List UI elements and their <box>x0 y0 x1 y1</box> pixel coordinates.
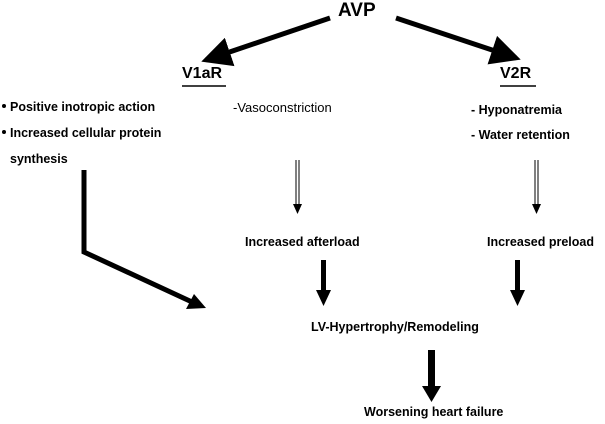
increased-preload: Increased preload <box>487 235 594 249</box>
effect-positive-inotropic: Positive inotropic action <box>2 100 155 114</box>
effect-vasoconstriction: -Vasoconstriction <box>233 100 332 115</box>
increased-afterload: Increased afterload <box>245 235 360 249</box>
avp-label: AVP <box>338 0 376 21</box>
arrow-afterload-to-lv <box>316 260 331 306</box>
arrow-vasoconstriction-to-afterload <box>293 160 302 214</box>
arrow-avp-to-v2r <box>395 15 521 65</box>
effect-protein-synthesis-cont: synthesis <box>10 152 68 166</box>
worsening-heart-failure: Worsening heart failure <box>364 405 504 419</box>
lv-hypertrophy-remodeling: LV-Hypertrophy/Remodeling <box>311 320 479 334</box>
effect-protein-synthesis: Increased cellular protein <box>2 126 161 140</box>
effect-positive-inotropic-text: Positive inotropic action <box>10 100 156 114</box>
arrow-protein-synthesis-to-lv <box>81 170 194 305</box>
effect-water-retention: - Water retention <box>471 128 570 142</box>
v1ar-label: V1aR <box>182 65 223 82</box>
bullet-icon <box>2 103 6 108</box>
arrow-water-retention-to-preload <box>532 160 541 214</box>
v2r-label: V2R <box>500 65 532 82</box>
effect-protein-synthesis-text: Increased cellular protein <box>10 126 162 140</box>
arrow-preload-to-lv <box>510 260 525 306</box>
arrow-protein-synthesis-head <box>186 294 206 309</box>
arrow-lv-to-worsening-hf <box>422 350 441 402</box>
arrow-avp-to-v1ar <box>201 15 331 67</box>
effect-hyponatremia: - Hyponatremia <box>471 103 562 117</box>
bullet-icon <box>2 129 6 134</box>
